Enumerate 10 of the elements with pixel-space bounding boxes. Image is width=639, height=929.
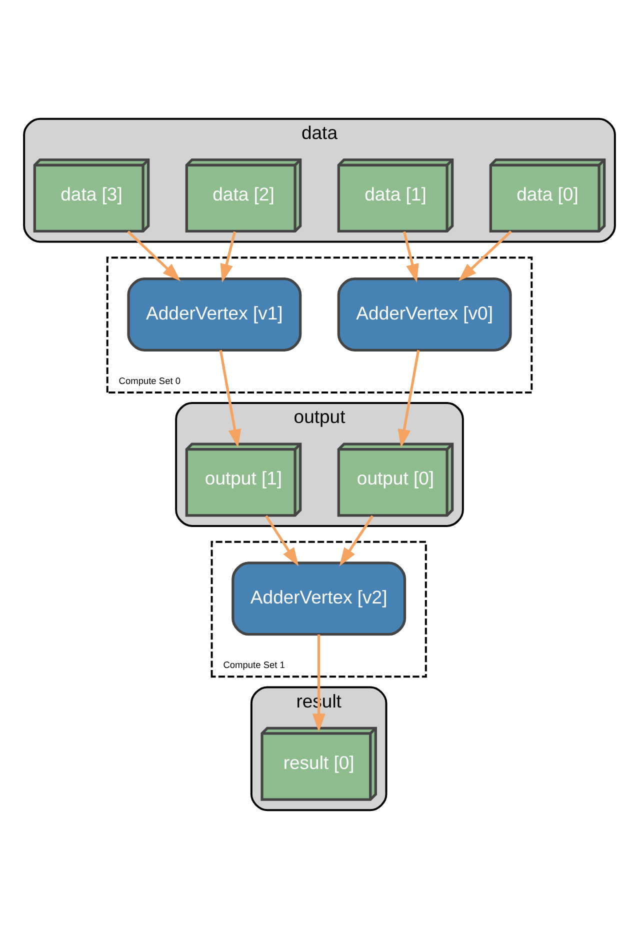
node-box: AdderVertex [v1] — [127, 277, 302, 352]
node-box: AdderVertex [v2] — [232, 562, 406, 636]
arrow — [398, 350, 420, 448]
arrow — [402, 231, 419, 283]
arrow — [312, 634, 326, 732]
arrow — [127, 230, 181, 282]
arrow — [458, 230, 512, 282]
node-box: AdderVertex [v0] — [337, 277, 512, 352]
arrow — [220, 231, 236, 283]
arrow — [219, 350, 242, 448]
